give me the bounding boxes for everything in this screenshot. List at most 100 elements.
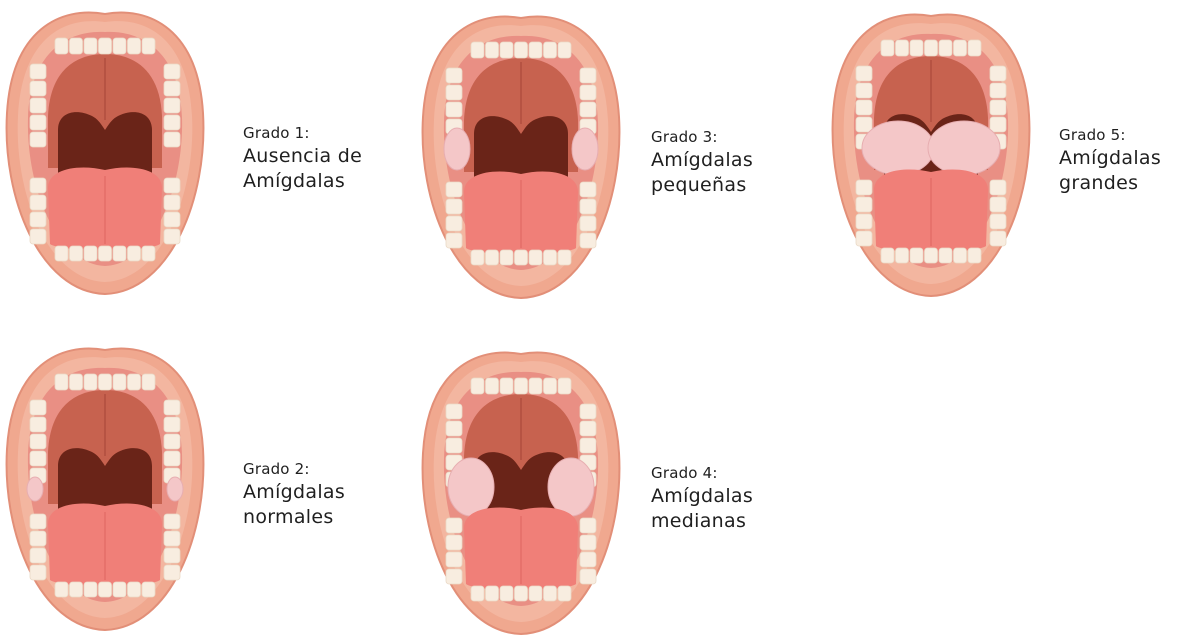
lower-tooth [529,586,542,601]
lower-tooth [558,250,571,265]
lower-tooth [544,250,557,265]
left-tonsil [27,477,43,501]
lower-tooth [939,248,952,263]
upper-left-tooth [446,85,462,100]
upper-left-tooth [30,115,46,130]
grade-description-line-2: grandes [1059,171,1178,196]
lower-tooth [70,246,83,261]
upper-tooth [939,40,952,56]
lower-tooth [113,582,126,597]
upper-right-tooth [164,64,180,79]
lower-right-tooth [990,180,1006,195]
lower-left-tooth [30,565,46,580]
upper-tooth [486,42,499,58]
lower-left-tooth [30,195,46,210]
lower-left-tooth [446,182,462,197]
grade-3-caption: Grado 3: Amígdalas pequeñas [651,126,821,198]
grade-description-line-1: Amígdalas [651,148,821,173]
upper-tooth [471,42,484,58]
lower-right-tooth [990,197,1006,212]
upper-tooth [128,374,141,390]
lower-tooth [70,582,83,597]
lower-left-tooth [446,233,462,248]
upper-tooth [954,40,967,56]
upper-right-tooth [990,117,1006,132]
upper-right-tooth [164,98,180,113]
lower-tooth [142,246,155,261]
grade-label: Grado 1: [243,122,413,144]
grade-label: Grado 3: [651,126,821,148]
upper-left-tooth [30,400,46,415]
upper-left-tooth [30,64,46,79]
upper-tooth [925,40,938,56]
mouth-illustration [0,344,210,634]
upper-tooth [55,38,68,54]
lower-right-tooth [164,548,180,563]
upper-tooth [544,378,557,394]
lower-tooth [486,250,499,265]
lower-tooth [896,248,909,263]
lower-tooth [500,586,513,601]
mouth-illustration [416,348,626,638]
lower-right-tooth [580,182,596,197]
lower-right-tooth [580,552,596,567]
mouth-illustration [826,10,1036,300]
lower-right-tooth [164,514,180,529]
upper-tooth [881,40,894,56]
upper-tooth [128,38,141,54]
upper-tooth [55,374,68,390]
lower-left-tooth [856,214,872,229]
upper-tooth [471,378,484,394]
upper-tooth [968,40,981,56]
upper-left-tooth [30,434,46,449]
lower-right-tooth [164,565,180,580]
upper-tooth [558,378,571,394]
upper-left-tooth [856,100,872,115]
lower-left-tooth [446,552,462,567]
upper-tooth [529,42,542,58]
lower-right-tooth [580,199,596,214]
lower-tooth [128,582,141,597]
upper-right-tooth [164,81,180,96]
lower-right-tooth [990,214,1006,229]
upper-tooth [515,42,528,58]
lower-right-tooth [164,178,180,193]
lower-right-tooth [580,535,596,550]
upper-tooth [558,42,571,58]
upper-left-tooth [856,83,872,98]
upper-tooth [142,38,155,54]
left-tonsil [448,458,494,516]
mouth-illustration [416,12,626,302]
upper-left-tooth [856,66,872,81]
lower-left-tooth [856,180,872,195]
upper-tooth [113,38,126,54]
upper-right-tooth [990,66,1006,81]
right-tonsil [572,128,598,170]
lower-right-tooth [164,212,180,227]
lower-tooth [99,582,112,597]
grade-label: Grado 4: [651,462,821,484]
upper-tooth [84,374,97,390]
grade-label: Grado 2: [243,458,413,480]
upper-left-tooth [30,417,46,432]
upper-left-tooth [446,102,462,117]
upper-tooth [70,374,83,390]
upper-tooth [529,378,542,394]
lower-tooth [486,586,499,601]
upper-tooth [142,374,155,390]
lower-right-tooth [164,195,180,210]
upper-right-tooth [164,132,180,147]
upper-left-tooth [30,132,46,147]
upper-tooth [500,378,513,394]
upper-tooth [113,374,126,390]
right-tonsil [548,458,594,516]
lower-tooth [128,246,141,261]
upper-right-tooth [990,100,1006,115]
lower-left-tooth [30,531,46,546]
lower-tooth [142,582,155,597]
upper-right-tooth [580,421,596,436]
lower-tooth [544,586,557,601]
upper-right-tooth [580,438,596,453]
upper-right-tooth [164,417,180,432]
lower-tooth [515,250,528,265]
